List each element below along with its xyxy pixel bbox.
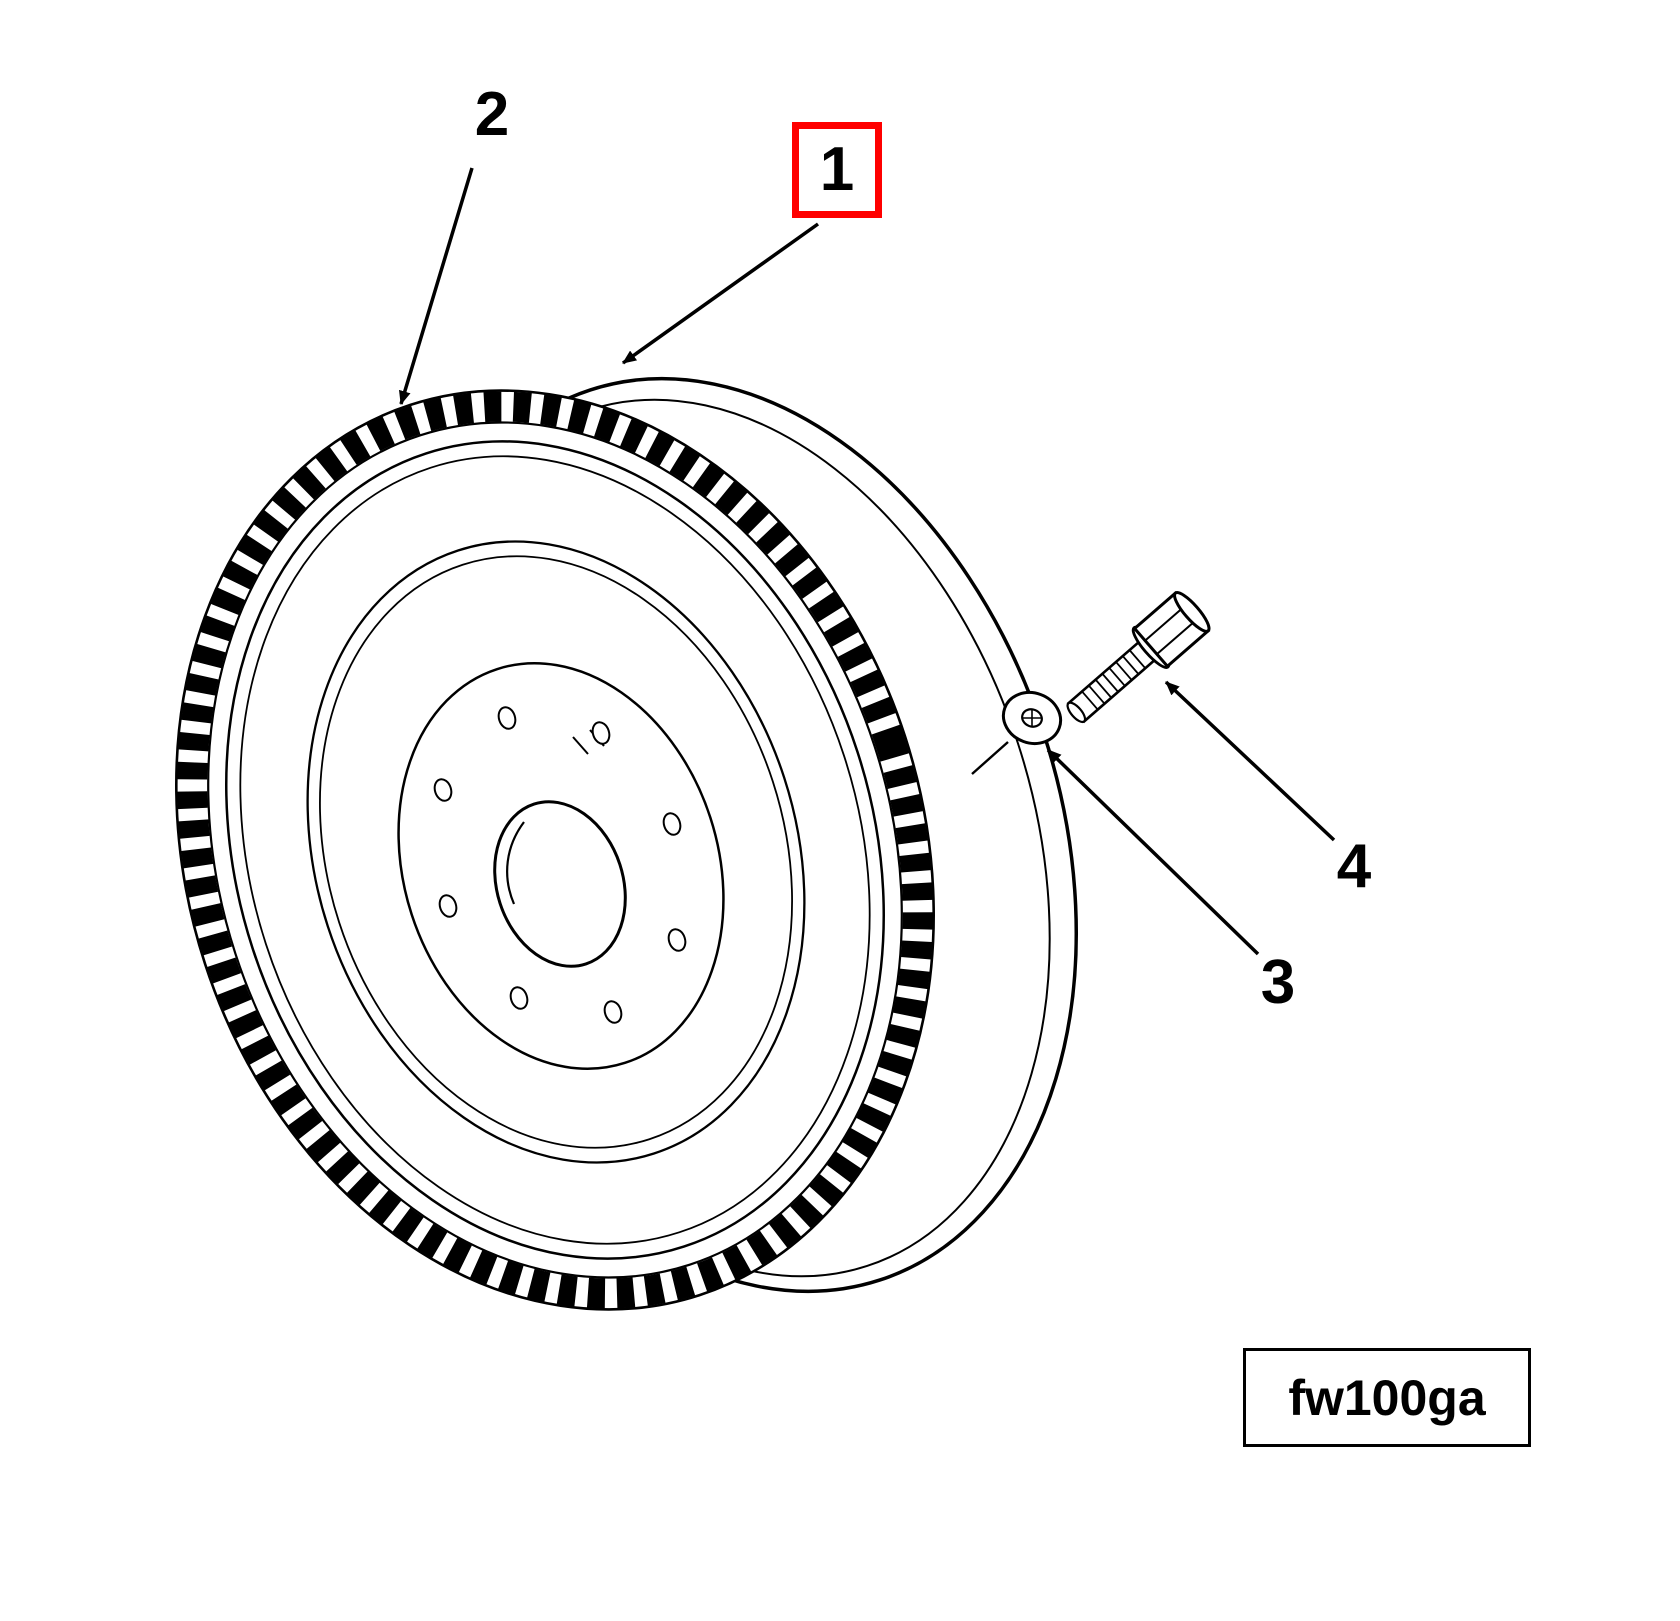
ring-gear-teeth <box>177 391 933 1309</box>
callout-1-arrow <box>621 222 820 365</box>
face-ring-outer-2 <box>239 455 871 1245</box>
pilot-bore <box>493 800 627 968</box>
figure-code-box: fw100ga <box>1243 1348 1531 1447</box>
bolt-illustration <box>1066 590 1211 724</box>
assembly-axis-line <box>971 741 1009 775</box>
washer-illustration <box>1001 690 1063 746</box>
callout-label-1[interactable]: 1 <box>819 135 855 204</box>
callout-label-3[interactable]: 3 <box>1260 948 1296 1017</box>
callout-label-2[interactable]: 2 <box>474 80 510 149</box>
callout-2-arrow <box>398 167 474 405</box>
flywheel-illustration <box>175 376 1079 1311</box>
callout-4-arrow <box>1164 680 1336 842</box>
callout-arrows <box>398 167 1336 956</box>
bolt-hex-head <box>1132 590 1211 669</box>
figure-code: fw100ga <box>1288 1369 1486 1426</box>
face-recess-ring-2 <box>319 555 793 1149</box>
bolt-threads <box>1081 649 1146 711</box>
face-recess-ring <box>306 540 806 1164</box>
callout-label-4[interactable]: 4 <box>1336 832 1372 901</box>
callout-1-highlight-box[interactable]: 1 <box>792 122 882 218</box>
hub-bolt-holes <box>433 706 687 1024</box>
face-ring-outer <box>225 440 885 1260</box>
callout-3-arrow <box>1046 748 1260 956</box>
